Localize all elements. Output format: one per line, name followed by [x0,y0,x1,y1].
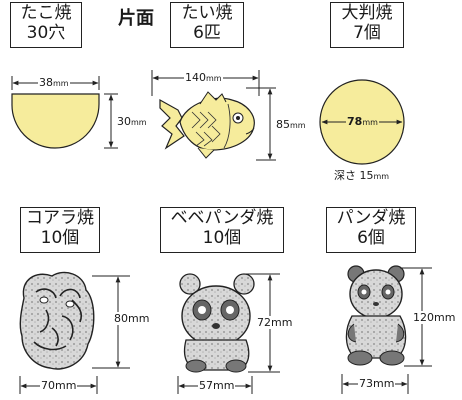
taiyaki-width-value: 140 [185,71,206,84]
koala-width-unit: mm [55,379,77,392]
panda-width-label: 73mm [358,377,396,390]
taiyaki-height-value: 85 [276,118,290,131]
takoyaki-width-value: 38 [39,76,53,89]
obanyaki-depth-text: 深さ 15 [334,169,374,182]
koala-height-unit: mm [128,312,150,325]
panda-height-unit: mm [434,311,456,324]
taiyaki-height-label: 85mm [275,118,307,131]
bebe-panda-width-unit: mm [213,379,235,392]
label-koalayaki-count: 10個 [40,228,80,248]
taiyaki-width-label: 140mm [184,71,223,84]
bebe-panda-height-unit: mm [271,316,293,329]
obanyaki-diameter-value: 78 [347,115,363,128]
bebe-panda-width-value: 57 [199,379,213,392]
takoyaki-height-unit: mm [131,118,147,127]
label-pandayaki-count: 6個 [357,228,385,248]
takoyaki-width-unit: mm [53,79,69,88]
label-pandayaki: パンダ焼 6個 [326,207,416,253]
panda-height-value: 120 [413,311,434,324]
label-takoyaki-name: たこ焼 [20,3,72,23]
panda-width-value: 73 [359,377,373,390]
koala-width-label: 70mm [40,379,78,392]
label-taiyaki-name: たい焼 [181,3,233,23]
takoyaki-shape [11,93,100,149]
label-obanyaki: 大判焼 7個 [330,2,404,48]
obanyaki-depth-unit: mm [373,172,390,181]
taiyaki-width-unit: mm [206,74,222,83]
label-obanyaki-count: 7個 [353,23,381,43]
bebe-panda-height-label: 72mm [256,316,294,329]
obanyaki-depth-label: 深さ 15mm [334,167,389,183]
label-taiyaki: たい焼 6匹 [170,2,244,48]
page-title: 片面 [118,8,154,29]
taiyaki-height-unit: mm [290,121,306,130]
koala-shape [19,271,95,370]
koala-width-value: 70 [41,379,55,392]
label-koalayaki-name: コアラ焼 [26,208,94,228]
label-takoyaki-count: 30穴 [26,23,66,43]
obanyaki-diameter-label: 78mm [346,115,379,128]
takoyaki-height-label: 30mm [116,115,148,128]
label-bebepanda: ベベパンダ焼 10個 [160,207,284,253]
bebe-panda-shape [179,273,255,373]
label-bebepanda-count: 10個 [202,228,242,248]
koala-height-label: 80mm [113,312,151,325]
koala-height-value: 80 [114,312,128,325]
obanyaki-diameter-unit: mm [362,118,378,127]
bebe-panda-height-value: 72 [257,316,271,329]
takoyaki-height-value: 30 [117,115,131,128]
label-taiyaki-count: 6匹 [193,23,221,43]
taiyaki-height-dim [246,87,276,161]
panda-width-unit: mm [373,377,395,390]
label-takoyaki: たこ焼 30穴 [10,2,82,48]
takoyaki-width-label: 38mm [38,76,70,89]
bebe-panda-width-label: 57mm [198,379,236,392]
panda-height-label: 120mm [412,311,457,324]
label-koalayaki: コアラ焼 10個 [20,207,100,253]
label-obanyaki-name: 大判焼 [341,3,393,23]
panda-shape [345,265,407,366]
label-pandayaki-name: パンダ焼 [336,208,406,228]
taiyaki-shape [159,91,255,159]
takoyaki-height-dim [104,93,118,149]
label-bebepanda-name: ベベパンダ焼 [170,208,274,228]
